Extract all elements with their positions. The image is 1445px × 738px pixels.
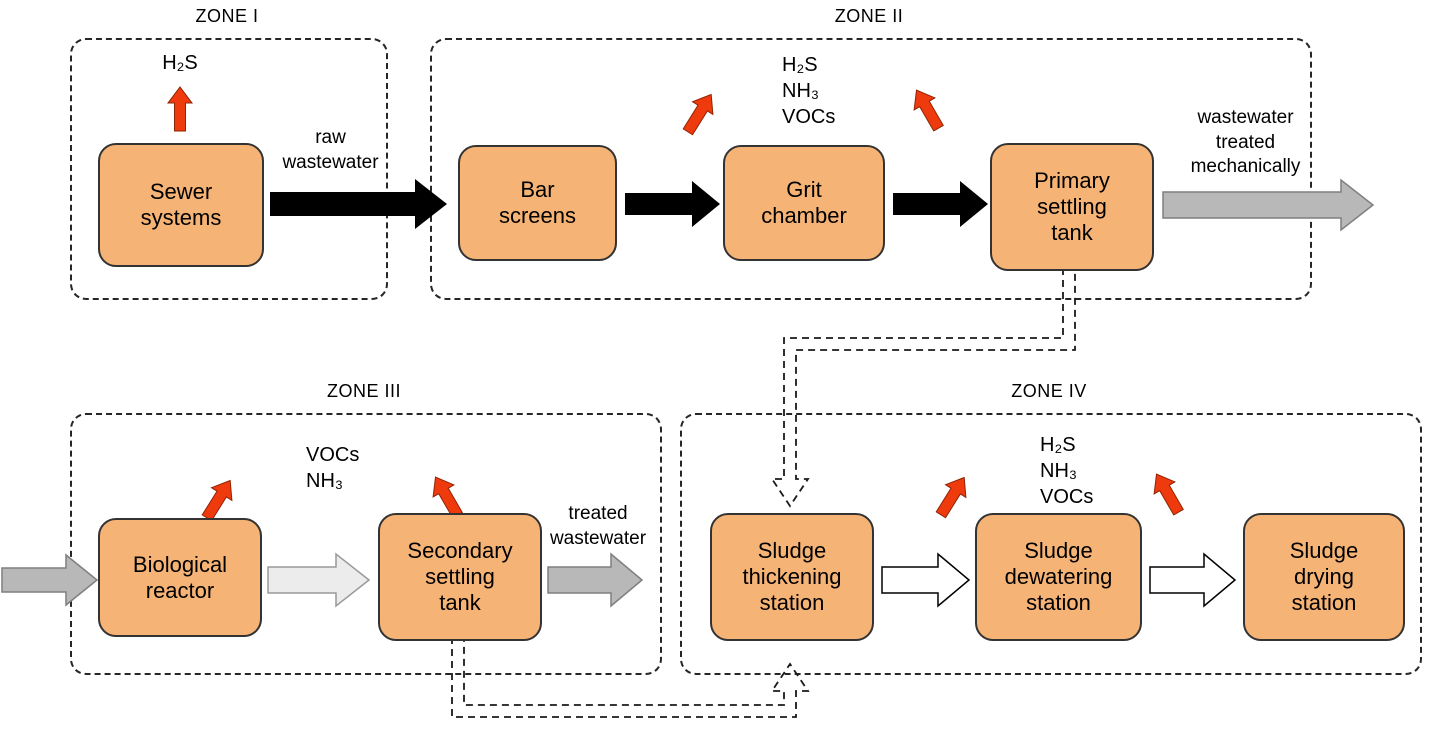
bar-to-grit-arrow (625, 181, 720, 227)
zone1-title: ZONE I (195, 6, 259, 26)
treated-wastewater-out-arrow (547, 552, 644, 608)
raw-wastewater-label: raw wastewater (282, 127, 379, 173)
treated-wastewater-label: treated wastewater (549, 503, 647, 549)
primary-settling-tank-box: Primary settling tank (990, 143, 1154, 271)
grit-chamber-box: Grit chamber (723, 145, 885, 261)
zone2-rect (430, 38, 1312, 300)
zone3-inlet-arrow (1, 553, 99, 607)
thickening-to-dewatering-arrow (881, 552, 971, 608)
zone4-gases-label: H₂S NH₃ VOCs (1040, 432, 1093, 510)
zone3-gas-vocs: VOCs (306, 444, 360, 466)
emission-arrow-zone1 (167, 86, 193, 132)
zone3-gases-label: VOCs NH₃ (306, 442, 359, 494)
zone3-rect (70, 413, 662, 675)
grit-to-primary-arrow (893, 181, 988, 227)
zone2-gas-nh3: NH₃ (782, 80, 820, 102)
zone3-title: ZONE III (326, 381, 401, 401)
zone4-gas-h2s: H₂S (1040, 434, 1076, 456)
zone2-gas-h2s: H₂S (782, 54, 818, 76)
biological-reactor-box: Biological reactor (98, 518, 262, 637)
bio-to-secondary-arrow (267, 552, 371, 608)
zone2-gases-label: H₂S NH₃ VOCs (782, 52, 835, 130)
sludge-drying-station-box: Sludge drying station (1243, 513, 1405, 641)
sludge-dewatering-station-box: Sludge dewatering station (975, 513, 1142, 641)
emission-arrow-biological-reactor (201, 479, 233, 522)
zone1-h2s-label: H₂S (162, 52, 198, 74)
emission-arrow-zone2-right (913, 89, 944, 132)
zone4-gas-vocs: VOCs (1040, 486, 1094, 508)
sludge-thickening-station-box: Sludge thickening station (710, 513, 874, 641)
raw-wastewater-arrow (270, 179, 447, 229)
emission-arrow-zone2-left (682, 93, 714, 136)
zone4-gas-nh3: NH₃ (1040, 460, 1078, 482)
zone1-rect (70, 38, 388, 300)
mechanically-treated-out-arrow (1162, 178, 1375, 232)
wastewater-treated-mechanically-label: wastewater treated mechanically (1190, 107, 1301, 178)
zone4-rect (680, 413, 1422, 675)
sewer-systems-box: Sewer systems (98, 143, 264, 267)
emission-arrow-secondary-settling (432, 476, 463, 519)
zone2-gas-vocs: VOCs (782, 106, 836, 128)
zone3-gas-nh3: NH₃ (306, 470, 344, 492)
bar-screens-box: Bar screens (458, 145, 617, 261)
emission-arrow-zone4-left (935, 476, 967, 519)
zone2-title: ZONE II (834, 6, 904, 26)
secondary-settling-tank-box: Secondary settling tank (378, 513, 542, 641)
sludge-connector-secondary-to-thickening (451, 637, 810, 718)
emission-arrow-zone4-right (1153, 473, 1184, 516)
dewatering-to-drying-arrow (1149, 552, 1237, 608)
sludge-connector-primary-to-thickening (770, 268, 1076, 508)
zone4-title: ZONE IV (1011, 381, 1087, 401)
